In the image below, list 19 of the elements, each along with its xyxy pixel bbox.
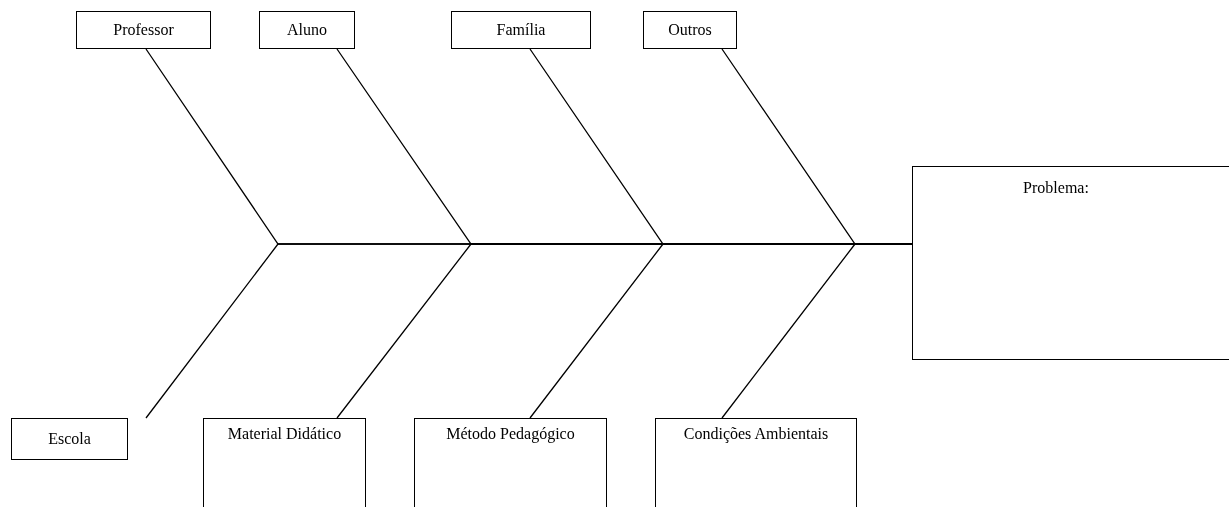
cause-label: Professor	[112, 20, 175, 40]
cause-box	[259, 11, 355, 49]
fishbone-line	[721, 243, 913, 419]
cause-label: Condições Ambientais	[682, 424, 830, 445]
cause-box	[76, 11, 211, 49]
problem-label: Problema:	[1022, 178, 1090, 198]
cause-box	[451, 11, 591, 49]
cause-label: Material Didático	[226, 424, 343, 444]
cause-label: Família	[495, 20, 547, 40]
cause-label: Aluno	[286, 20, 328, 40]
cause-box	[11, 418, 128, 460]
cause-box	[414, 418, 607, 507]
cause-label: Método Pedagógico	[445, 424, 576, 445]
effect-box	[912, 166, 1229, 360]
cause-box	[643, 11, 737, 49]
cause-label: Outros	[667, 20, 713, 40]
cause-label: Escola	[47, 429, 92, 449]
cause-box	[203, 418, 366, 507]
cause-box	[655, 418, 857, 507]
